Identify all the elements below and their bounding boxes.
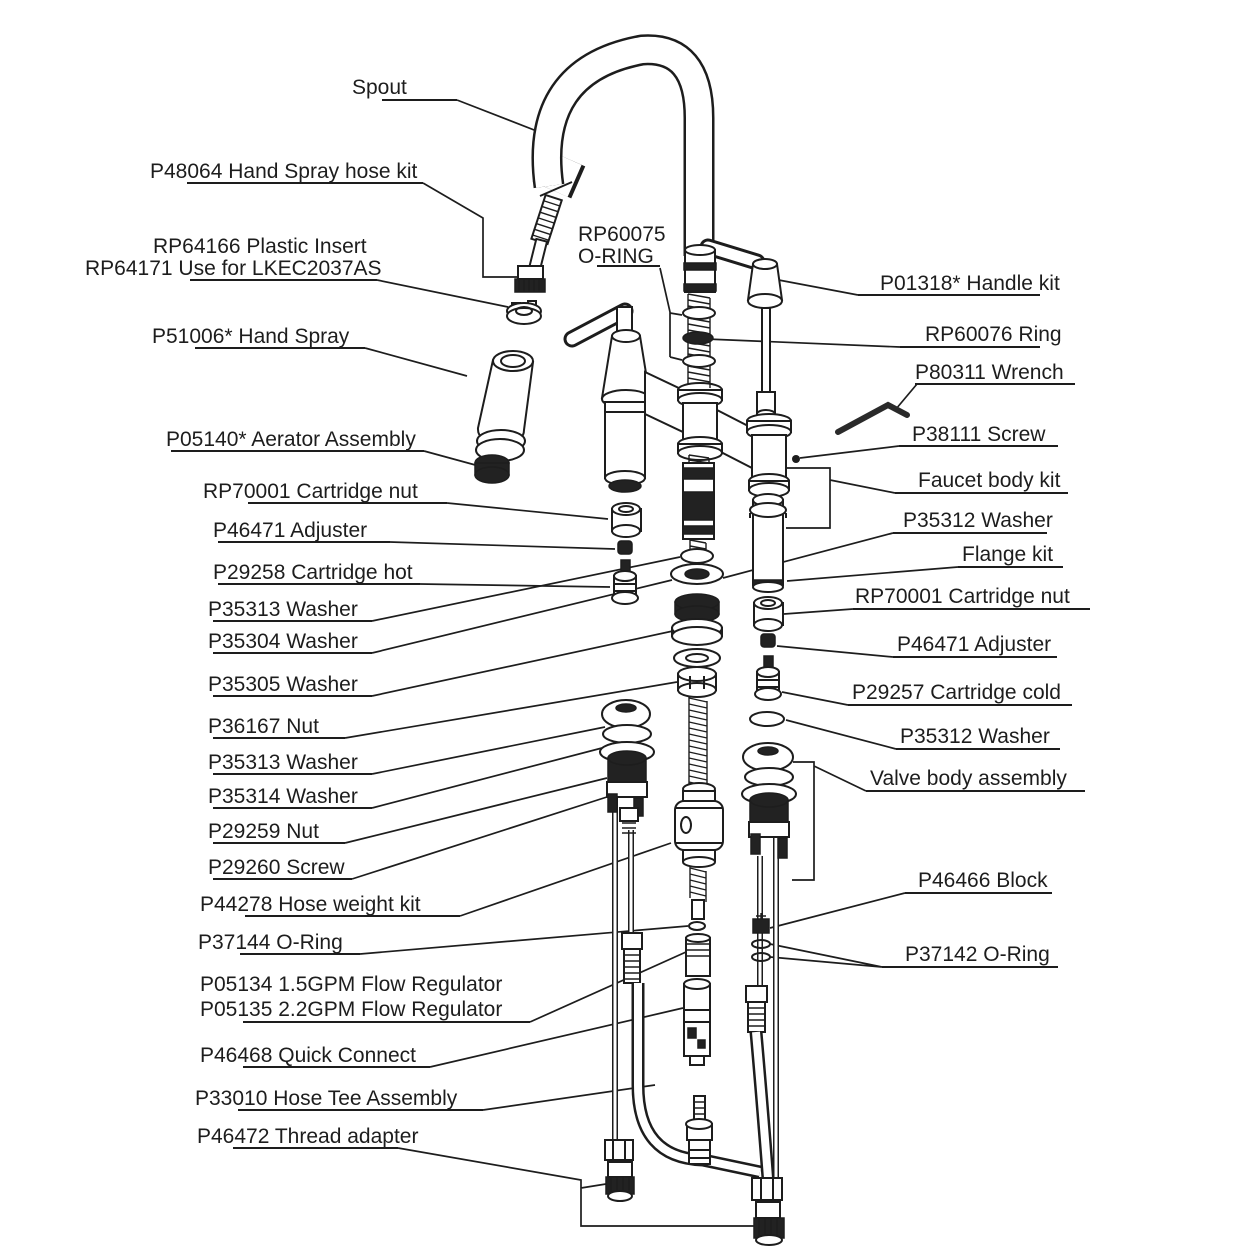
label-p51006: P51006* Hand Spray (152, 325, 350, 348)
label-p05135: P05135 2.2GPM Flow Regulator (200, 998, 502, 1021)
label-p01318: P01318* Handle kit (880, 272, 1060, 295)
right-valve-art (741, 742, 797, 1180)
label-p29258: P29258 Cartridge hot (213, 561, 413, 584)
label-p44278: P44278 Hose weight kit (200, 893, 421, 916)
label-p46466: P46466 Block (918, 869, 1048, 892)
label-p37142: P37142 O-Ring (905, 943, 1050, 966)
label-p46468: P46468 Quick Connect (200, 1044, 416, 1067)
label-rp70001-left: RP70001 Cartridge nut (203, 480, 418, 503)
left-valve-art (599, 699, 655, 1148)
label-rp64171: RP64171 Use for LKEC2037AS (85, 257, 382, 280)
flange-kit-art (749, 493, 787, 593)
label-rp60075-line2: O-RING (578, 245, 654, 268)
left-cartridge-stack-art (611, 502, 642, 605)
label-rp60076: RP60076 Ring (925, 323, 1062, 346)
label-rp60075-line1: RP60075 (578, 223, 666, 246)
center-stack-art (670, 454, 724, 698)
label-p36167: P36167 Nut (208, 715, 319, 738)
right-cartridge-stack-art (749, 596, 785, 727)
right-handle-art (699, 238, 784, 419)
hose-tee-art (685, 1095, 713, 1165)
set-screw-art (792, 455, 800, 463)
label-p35312-b: P35312 Washer (900, 725, 1050, 748)
label-p37144: P37144 O-Ring (198, 931, 343, 954)
right-adapter-art (751, 1177, 785, 1246)
right-hose-art (745, 913, 775, 1179)
label-p46471-left: P46471 Adjuster (213, 519, 367, 542)
label-p35314: P35314 Washer (208, 785, 358, 808)
label-rp64166: RP64166 Plastic Insert (153, 235, 367, 258)
hose-weight-art (674, 697, 724, 1066)
label-p35305: P35305 Washer (208, 673, 358, 696)
left-adapter-art (604, 1139, 635, 1202)
label-underlines (171, 99, 1090, 1149)
hand-spray-art (475, 350, 535, 462)
left-handle-art (563, 302, 652, 493)
label-p46471-right: P46471 Adjuster (897, 633, 1051, 656)
label-p35313-a: P35313 Washer (208, 598, 358, 621)
label-p35313-b: P35313 Washer (208, 751, 358, 774)
faucet-artwork (474, 34, 910, 1246)
curved-hose-art (621, 932, 762, 1179)
aerator-art (474, 454, 510, 484)
label-valve-body: Valve body assembly (870, 767, 1067, 790)
hand-spray-hose-art (514, 193, 564, 293)
label-p29259: P29259 Nut (208, 820, 319, 843)
label-p05134: P05134 1.5GPM Flow Regulator (200, 973, 502, 996)
label-p33010: P33010 Hose Tee Assembly (195, 1087, 458, 1110)
labels: Spout P48064 Hand Spray hose kit RP64166… (85, 76, 1070, 1148)
label-flange-kit: Flange kit (962, 543, 1053, 566)
label-rp70001-right: RP70001 Cartridge nut (855, 585, 1070, 608)
label-p48064: P48064 Hand Spray hose kit (150, 160, 418, 183)
label-faucet-body: Faucet body kit (918, 469, 1061, 492)
label-p46472: P46472 Thread adapter (197, 1125, 418, 1148)
label-spout: Spout (352, 76, 407, 99)
leader-lines (344, 99, 959, 1227)
label-p80311: P80311 Wrench (915, 361, 1064, 384)
wrench-art (835, 401, 910, 435)
label-p35312-a: P35312 Washer (903, 509, 1053, 532)
label-p35304: P35304 Washer (208, 630, 358, 653)
plastic-insert-art (506, 300, 542, 325)
stem-orings-art (682, 293, 716, 388)
faucet-body-art (644, 244, 792, 498)
spout-art (531, 34, 715, 256)
label-p05140: P05140* Aerator Assembly (166, 428, 416, 451)
label-p38111: P38111 Screw (912, 423, 1046, 446)
label-p29260: P29260 Screw (208, 856, 345, 879)
label-p29257: P29257 Cartridge cold (852, 681, 1061, 704)
